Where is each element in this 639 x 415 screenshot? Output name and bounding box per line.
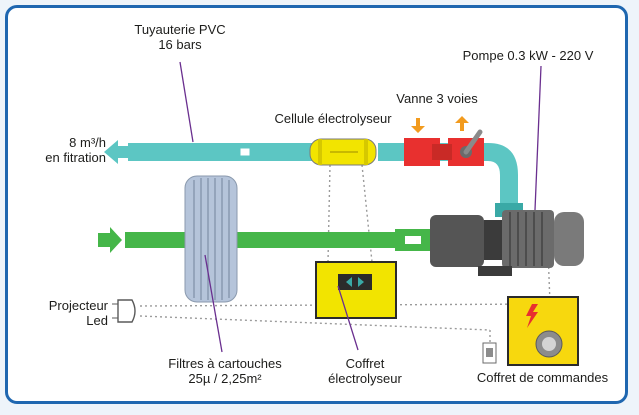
- projector-label: Projecteur Led: [12, 298, 108, 328]
- arrow-down-up-icon: [411, 116, 469, 133]
- pipe-label: Tuyauterie PVC 16 bars: [120, 22, 240, 52]
- filters-label: Filtres à cartouches 25µ / 2,25m²: [150, 356, 300, 386]
- electro-box-label-line2: électrolyseur: [328, 371, 402, 386]
- cartridge-filter: [184, 175, 238, 303]
- projector-label-line1: Projecteur: [48, 298, 108, 313]
- led-projector: [112, 299, 136, 323]
- annotation-lines: [179, 61, 542, 353]
- filters-label-line2: 25µ / 2,25m²: [188, 371, 262, 386]
- electrolyser-box: [315, 261, 397, 319]
- projector-label-line2: Led: [86, 313, 108, 328]
- cell-label-text: Cellule électrolyseur: [274, 111, 392, 126]
- filters-label-line1: Filtres à cartouches: [168, 356, 282, 371]
- switch: [482, 342, 497, 364]
- command-box-label-text: Coffret de commandes: [476, 370, 609, 385]
- command-box-label: Coffret de commandes: [460, 370, 625, 385]
- valve-label-text: Vanne 3 voies: [396, 91, 478, 106]
- electro-box-label: Coffret électrolyseur: [310, 356, 420, 386]
- pipe-label-line1: Tuyauterie PVC: [134, 22, 226, 37]
- lightning-icon: [526, 304, 538, 328]
- valve-label: Vanne 3 voies: [382, 91, 492, 106]
- arrow-right-icon: [98, 227, 122, 253]
- flow-label-line2: en fitration: [45, 150, 106, 165]
- pump-label: Pompe 0.3 kW - 220 V: [438, 48, 618, 63]
- pipe-label-line2: 16 bars: [158, 37, 202, 52]
- suction-pipe: [125, 229, 433, 251]
- flow-label-line1: 8 m³/h: [69, 135, 106, 150]
- three-way-valve: [404, 129, 484, 166]
- arrow-left-icon: [104, 140, 128, 164]
- pump-label-text: Pompe 0.3 kW - 220 V: [462, 48, 594, 63]
- flow-label: 8 m³/h en fitration: [10, 135, 106, 165]
- command-box: [507, 296, 579, 366]
- electro-box-label-line1: Coffret: [345, 356, 385, 371]
- pump: [430, 210, 584, 276]
- electrolysis-cell: [309, 138, 377, 166]
- cell-label: Cellule électrolyseur: [258, 111, 408, 126]
